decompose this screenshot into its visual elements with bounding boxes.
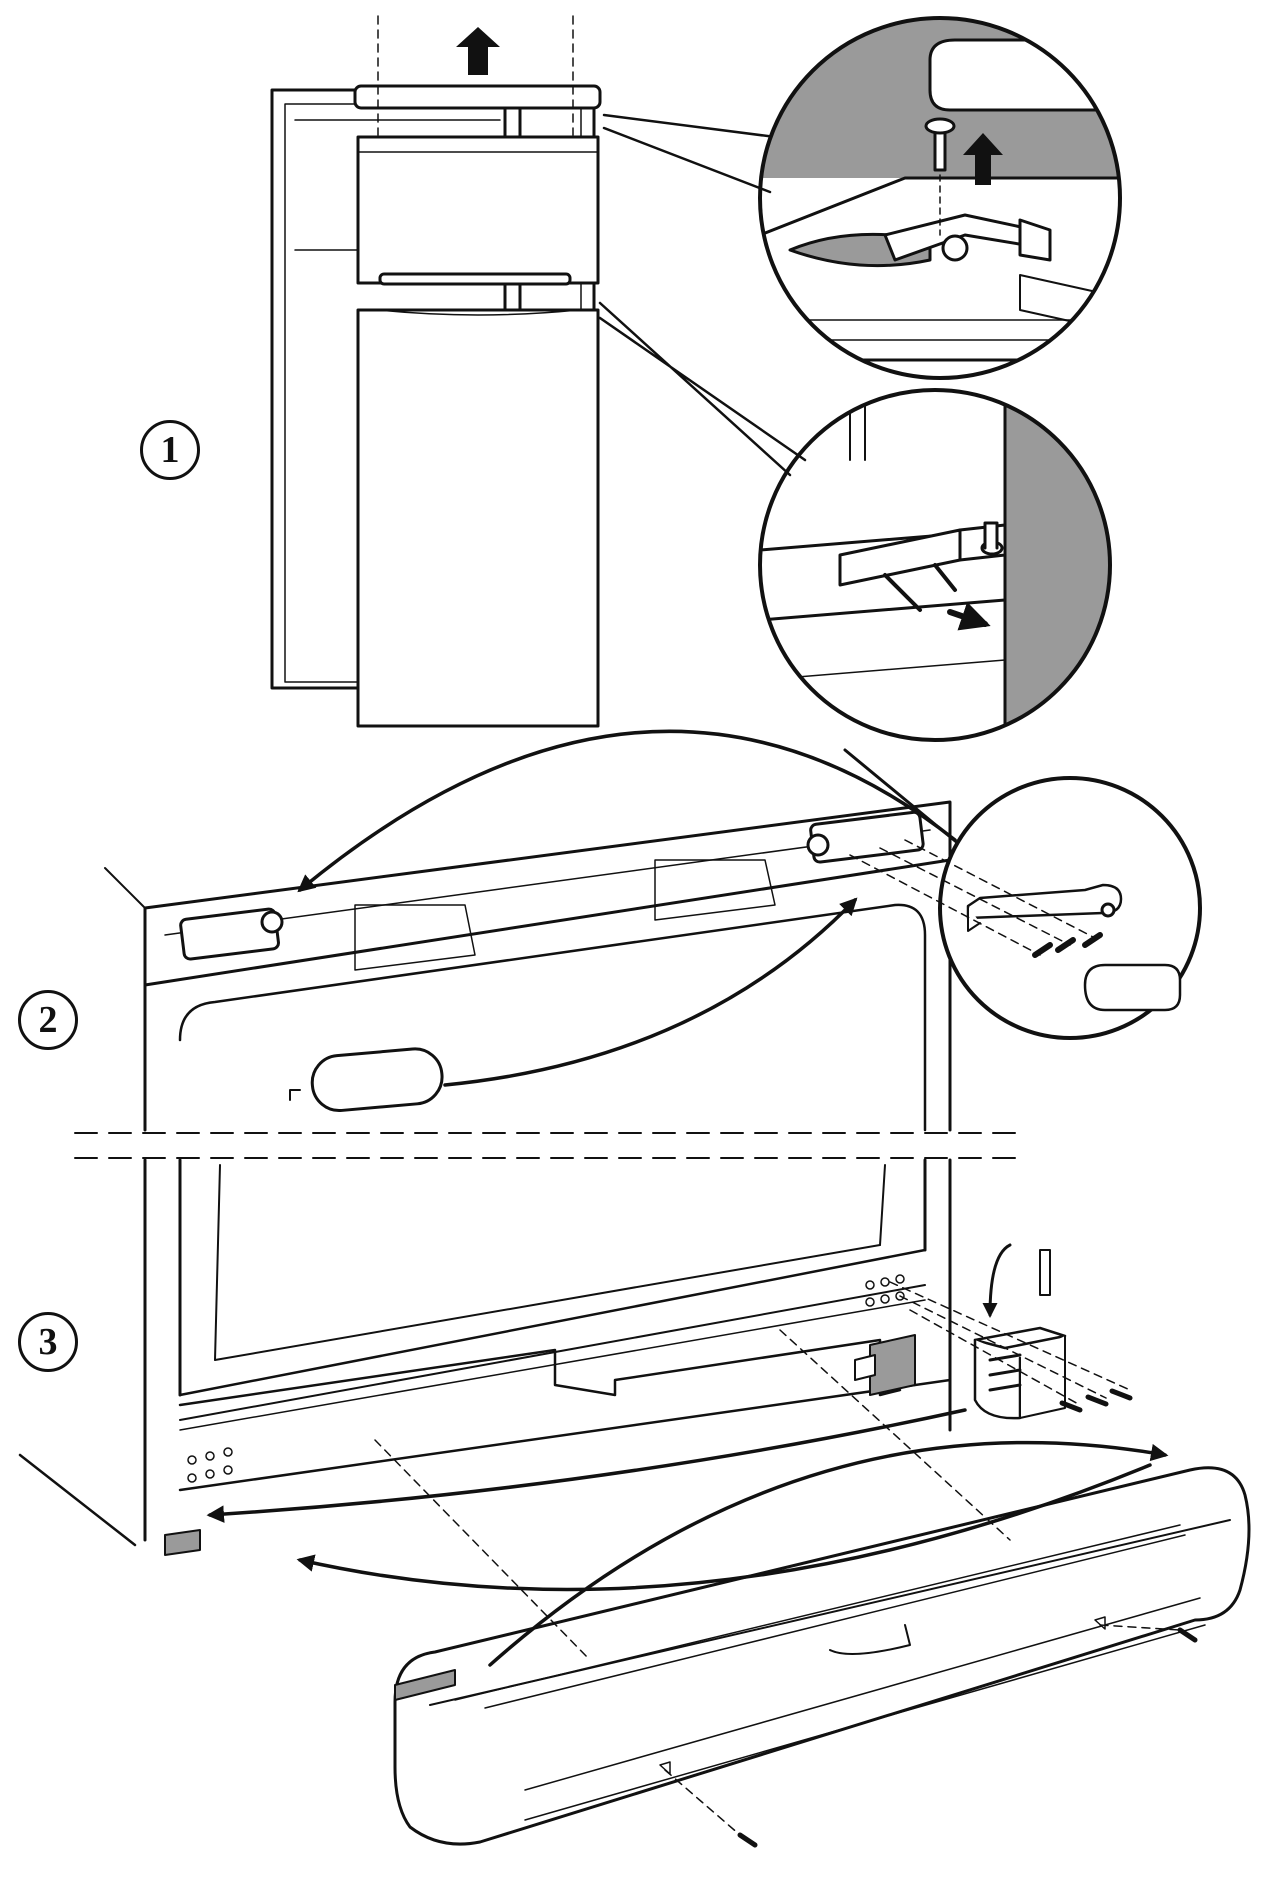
step-1-badge: 1 bbox=[140, 420, 200, 480]
step1-fridge bbox=[270, 15, 807, 728]
detail-door-hinge bbox=[849, 776, 1202, 1040]
step2-door bbox=[74, 729, 1021, 1159]
bottom-hinge-bracket bbox=[889, 1243, 1133, 1420]
arrow-icon bbox=[947, 602, 991, 631]
step-2-badge: 2 bbox=[18, 990, 78, 1050]
screw-icon bbox=[924, 117, 956, 236]
screw-icon bbox=[1059, 1388, 1133, 1413]
step-3-badge: 3 bbox=[18, 1312, 78, 1372]
arrow-up-icon bbox=[963, 133, 1003, 185]
screw-icon bbox=[737, 1627, 1198, 1848]
detail-middle-hinge bbox=[758, 388, 1112, 742]
step3-door-bottom bbox=[18, 1158, 952, 1556]
detail-top-hinge bbox=[758, 16, 1122, 380]
kickplate bbox=[206, 1329, 1251, 1848]
arrow-up-icon bbox=[456, 27, 500, 75]
hinge-icon bbox=[966, 883, 1123, 932]
